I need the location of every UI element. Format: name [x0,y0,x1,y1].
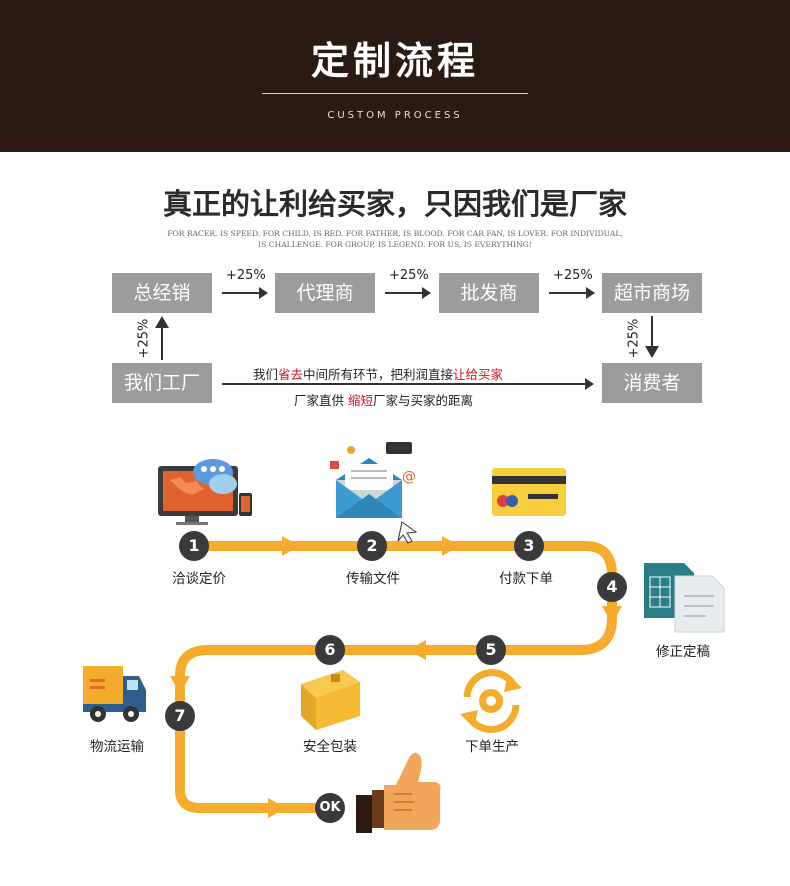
step-5-label: 下单生产 [465,739,519,755]
markup-label-1: +25% [226,268,266,283]
path-chevron [442,536,460,556]
svg-text:@: @ [402,469,416,485]
markup-label-3: +25% [553,268,593,283]
step-7-label: 物流运输 [90,739,144,755]
envelope-icon: @ [330,442,418,544]
slogan-english: FOR RACER, IS SPEED. FOR CHILD, IS RED. … [150,228,640,250]
note-highlight: 缩短 [347,393,373,408]
spreadsheet-document-icon [644,563,725,633]
ok-node: OK [315,793,345,823]
step-2-node: 2 [357,531,387,561]
step-4-label: 修正定稿 [656,644,710,660]
path-chevron [268,798,286,818]
slogan-english-line2: IS CHALLENGE. FOR GROUP, IS LEGEND. FOR … [258,240,532,249]
box-agent: 代理商 [275,273,375,313]
monitor-chat-icon [158,459,252,525]
path-chevron [602,606,622,624]
thumbs-up-icon [356,752,441,833]
note-text: 我们 [253,367,279,382]
arrow-wholesaler-supermarket [549,287,595,299]
production-cycle-icon [460,669,522,733]
note-line-2: 厂家直供 缩短厂家与买家的距离 [294,390,473,409]
step-2-label: 传输文件 [346,571,400,587]
note-highlight: 省去 [278,367,304,382]
markup-label-2: +25% [389,268,429,283]
path-chevron [282,536,300,556]
step-1-node: 1 [179,531,209,561]
note-text: 厂家直供 [294,393,348,408]
box-wholesaler: 批发商 [439,273,539,313]
page-subtitle: CUSTOM PROCESS [327,110,463,121]
note-line-1: 我们省去中间所有环节，把利润直接让给买家 [253,364,503,383]
path-chevron [408,640,426,660]
page-title: 定制流程 [310,39,479,83]
arrow-agent-wholesaler [385,287,431,299]
box-consumer: 消费者 [602,363,702,403]
title-divider [262,93,528,94]
note-highlight: 让给买家 [453,367,504,382]
delivery-truck-icon [83,666,146,722]
step-3-label: 付款下单 [499,571,553,587]
step-6-label: 安全包装 [303,739,357,755]
note-text: 中间所有环节，把利润直接 [303,367,454,382]
path-chevron [170,676,190,694]
step-4-node: 4 [597,572,627,602]
box-supermarket: 超市商场 [602,273,702,313]
step-6-node: 6 [315,635,345,665]
header-banner: 定制流程 CUSTOM PROCESS [0,0,790,152]
step-5-node: 5 [476,635,506,665]
arrow-factory-distributor [155,316,169,360]
box-distributor: 总经销 [112,273,212,313]
credit-card-icon [492,468,566,516]
step-1-label: 洽谈定价 [172,571,226,587]
process-path [175,541,617,813]
step-7-node: 7 [165,701,195,731]
step-3-node: 3 [514,531,544,561]
package-box-icon [301,670,360,730]
arrow-supermarket-consumer [645,316,659,358]
note-text: 厂家与买家的距离 [373,393,474,408]
box-factory: 我们工厂 [112,363,212,403]
arrow-distributor-agent [222,287,268,299]
arrow-factory-consumer [222,378,594,390]
slogan-heading: 真正的让利给买家，只因我们是厂家 [162,187,627,221]
slogan-english-line1: FOR RACER, IS SPEED. FOR CHILD, IS RED. … [167,229,623,238]
